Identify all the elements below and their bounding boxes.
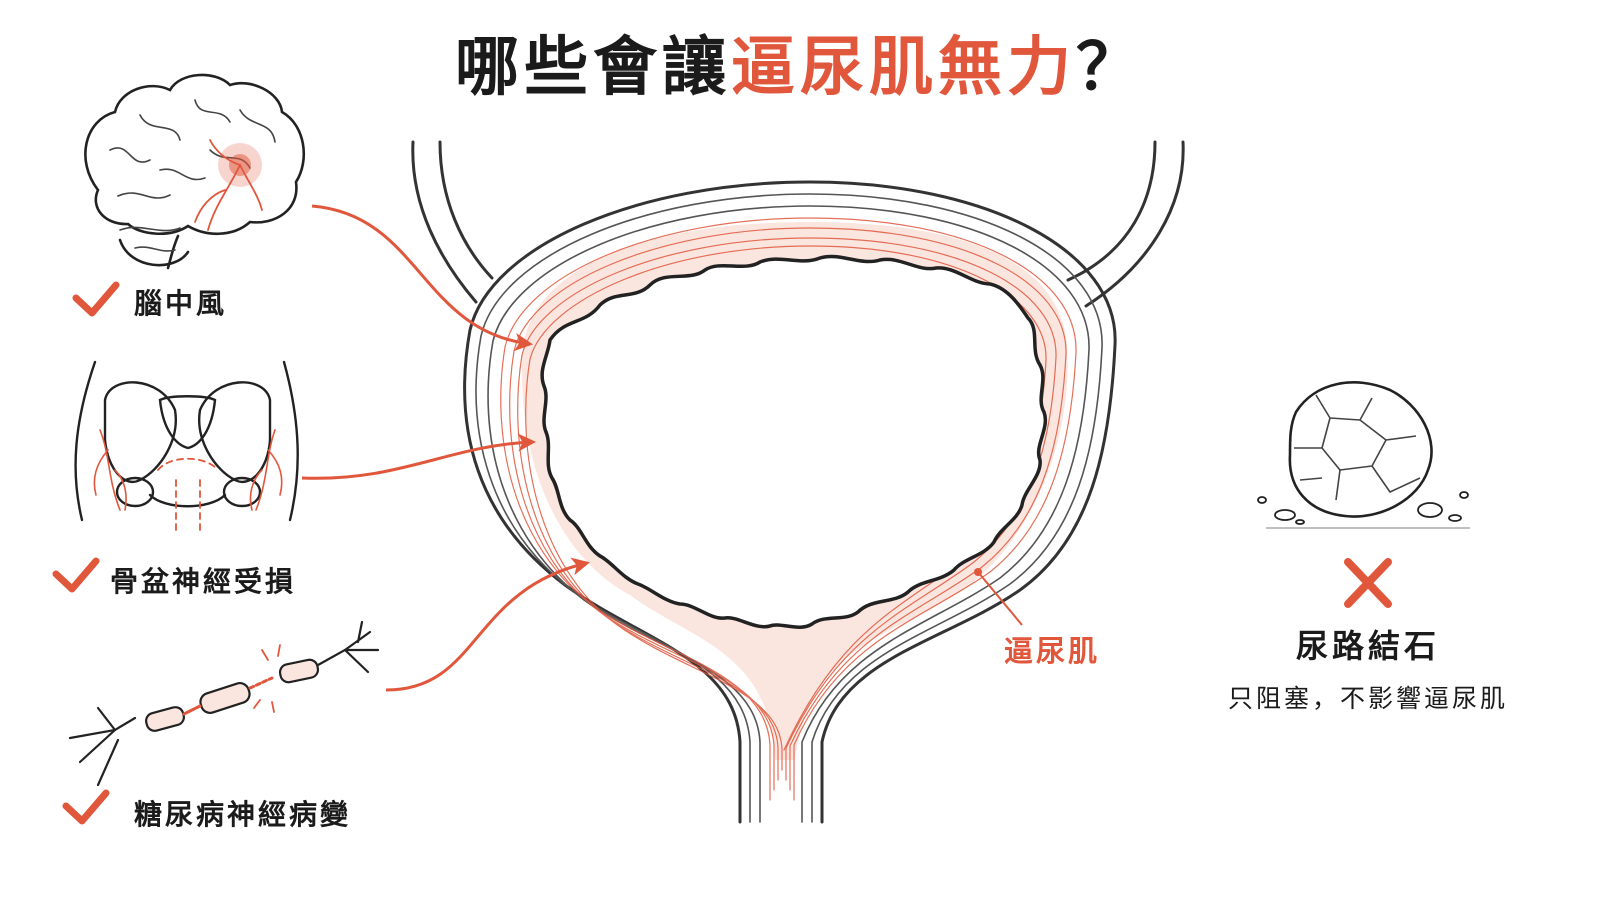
detrusor-leader xyxy=(974,568,1023,626)
cause-label-diabetic-neuropathy: 糖尿病神經病變 xyxy=(134,798,352,831)
detrusor-muscle-label: 逼尿肌 xyxy=(1004,634,1101,668)
arrow-diabetes xyxy=(385,557,590,692)
check-icon xyxy=(62,789,110,825)
arrow-stroke xyxy=(311,204,533,352)
bladder-illustration xyxy=(411,140,1185,824)
title-suffix: ？ xyxy=(1076,31,1145,105)
title-prefix: 哪些會讓 xyxy=(455,31,731,105)
arrow-pelvic xyxy=(301,433,536,480)
wall-layer-line xyxy=(487,205,1090,823)
nerve-icon xyxy=(68,620,380,787)
right-ureter xyxy=(1066,140,1185,308)
cause-label-pelvic-nerve: 骨盆神經受損 xyxy=(110,565,297,598)
left-ureter xyxy=(411,140,494,304)
cross-icon xyxy=(1344,558,1392,608)
cause-label-stroke: 腦中風 xyxy=(134,287,228,320)
brain-icon xyxy=(84,73,306,270)
title-highlight: 逼尿肌無力 xyxy=(731,31,1076,105)
urinary-stone-note: 只阻塞，不影響逼尿肌 xyxy=(1227,684,1508,713)
page-title: 哪些會讓逼尿肌無力？ xyxy=(0,26,1600,110)
check-icon xyxy=(52,557,100,593)
stone-icon xyxy=(1257,381,1470,529)
pelvis-icon xyxy=(74,360,299,533)
urinary-stone-title: 尿路結石 xyxy=(1295,627,1440,665)
cause-arrows xyxy=(301,204,590,692)
bladder-lumen xyxy=(540,254,1048,629)
check-icon xyxy=(72,281,120,317)
